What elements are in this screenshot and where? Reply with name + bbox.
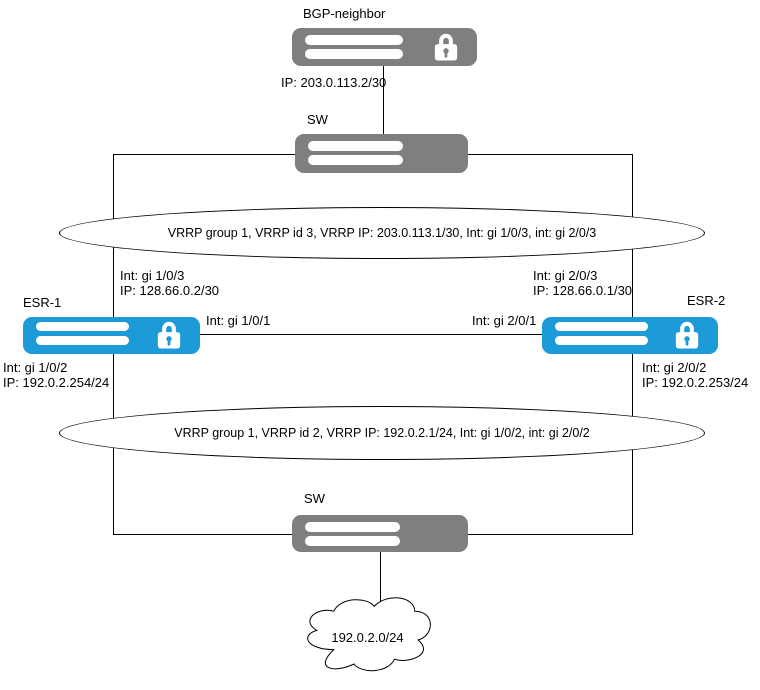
bgp-neighbor-device [292, 28, 477, 66]
device-slot-bar [555, 336, 648, 345]
esr1-uplink-ip: IP: 128.66.0.2/30 [120, 283, 220, 298]
device-slot-bar [308, 155, 403, 165]
link-sw-top-left [113, 154, 295, 155]
link-sw-bottom-right [468, 534, 632, 535]
esr1-peer-int: Int: gi 1/0/1 [206, 313, 271, 328]
device-slot-bar [305, 522, 400, 532]
esr2-device [542, 317, 718, 354]
vrrp-group-lan-ellipse: VRRP group 1, VRRP id 2, VRRP IP: 192.0.… [59, 406, 705, 460]
esr1-lan-int: Int: gi 1/0/2 [3, 360, 68, 375]
device-slot-bar [555, 322, 648, 331]
lock-icon [157, 321, 181, 349]
esr2-lan-ip: IP: 192.0.2.253/24 [642, 375, 749, 390]
sw-top-device [295, 134, 468, 173]
esr1-title: ESR-1 [23, 295, 62, 310]
link-sw-top-right [468, 154, 632, 155]
link-esr1-to-esr2 [200, 334, 542, 335]
esr1-uplink-labels: Int: gi 1/0/3 IP: 128.66.0.2/30 [120, 268, 219, 298]
esr1-lan-ip: IP: 192.0.2.254/24 [3, 375, 110, 390]
cloud-network-label: 192.0.2.0/24 [331, 630, 404, 645]
link-sw-bottom-left [113, 534, 292, 535]
device-slot-bar [305, 536, 400, 546]
vrrp-lan-text: VRRP group 1, VRRP id 2, VRRP IP: 192.0.… [174, 426, 590, 440]
sw-bottom-device [292, 515, 468, 552]
bgp-neighbor-title: BGP-neighbor [303, 6, 386, 21]
sw-bottom-title: SW [304, 491, 325, 506]
esr2-lan-labels: Int: gi 2/0/2 IP: 192.0.2.253/24 [642, 360, 748, 390]
lock-icon [434, 33, 458, 61]
vrrp-upstream-text: VRRP group 1, VRRP id 3, VRRP IP: 203.0.… [167, 226, 597, 240]
esr2-uplink-ip: IP: 128.66.0.1/30 [533, 283, 633, 298]
esr1-lan-labels: Int: gi 1/0/2 IP: 192.0.2.254/24 [3, 360, 109, 390]
bgp-neighbor-ip: IP: 203.0.113.2/30 [281, 75, 387, 90]
link-sw-to-cloud [380, 552, 381, 608]
esr2-uplink-int: Int: gi 2/0/3 [533, 268, 598, 283]
device-slot-bar [305, 49, 403, 59]
device-slot-bar [36, 322, 129, 331]
cloud-shape [300, 592, 435, 688]
device-slot-bar [305, 35, 403, 45]
device-slot-bar [308, 141, 403, 151]
sw-top-title: SW [307, 112, 328, 127]
esr2-uplink-labels: Int: gi 2/0/3 IP: 128.66.0.1/30 [533, 268, 632, 298]
esr2-peer-int: Int: gi 2/0/1 [472, 313, 537, 328]
esr2-lan-int: Int: gi 2/0/2 [642, 360, 707, 375]
esr1-device [23, 317, 200, 354]
link-bgp-to-sw [383, 66, 384, 134]
esr2-title: ESR-2 [687, 293, 726, 308]
vrrp-group-upstream-ellipse: VRRP group 1, VRRP id 3, VRRP IP: 203.0.… [59, 207, 705, 259]
lock-icon [675, 321, 699, 349]
esr1-uplink-int: Int: gi 1/0/3 [120, 268, 185, 283]
device-slot-bar [36, 336, 129, 345]
